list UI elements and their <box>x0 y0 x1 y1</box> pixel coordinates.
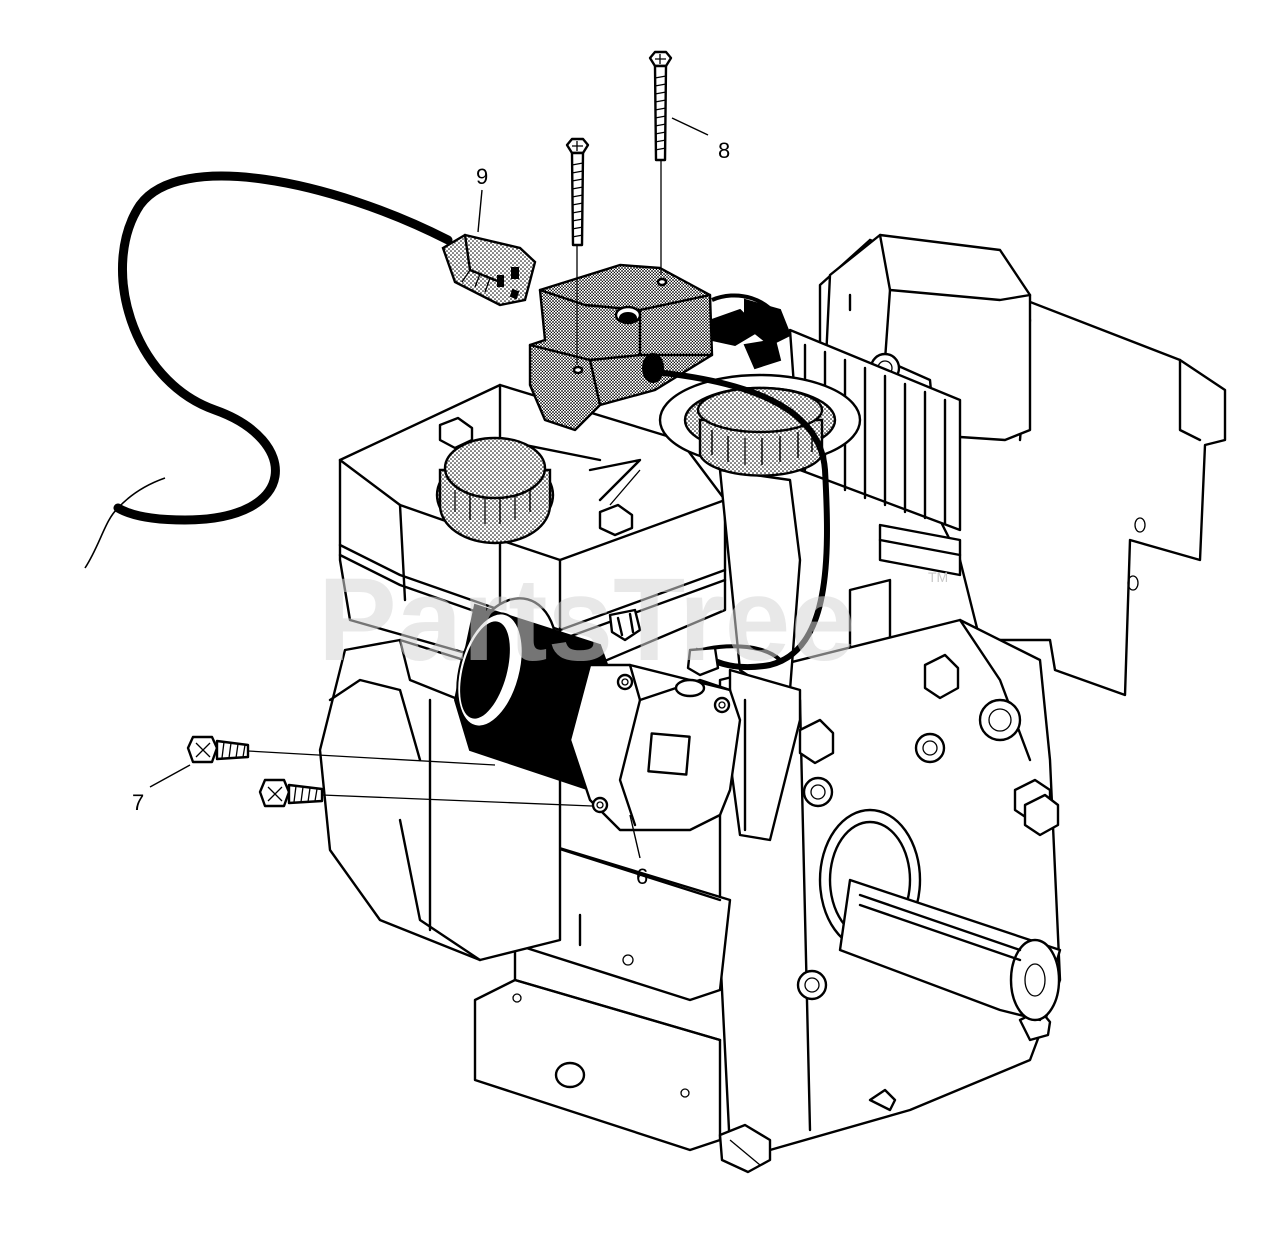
power-cord <box>84 171 453 569</box>
cord-plug <box>441 233 537 307</box>
bolt-7-lower <box>258 778 593 808</box>
callout-7-label: 7 <box>132 790 144 815</box>
bolt-7-upper <box>186 735 496 766</box>
watermark-trademark: TM <box>928 569 948 585</box>
starter-wire <box>654 369 830 671</box>
watermark: PartsTree TM <box>318 554 948 686</box>
crankshaft <box>818 808 1062 1022</box>
callout-8-label: 8 <box>718 138 730 163</box>
callout-9: 9 <box>476 164 488 233</box>
oil-fill-tube <box>658 373 862 842</box>
callout-7: 7 <box>132 764 191 815</box>
callout-6: 6 <box>629 814 648 889</box>
callout-8: 8 <box>671 117 730 163</box>
watermark-text: PartsTree <box>318 554 856 686</box>
screw-8-short <box>565 137 590 365</box>
callout-9-label: 9 <box>476 164 488 189</box>
screw-8-long <box>648 50 673 275</box>
callout-6-label: 6 <box>636 864 648 889</box>
starter-switch-box <box>528 263 792 432</box>
starter-motor <box>453 597 742 832</box>
